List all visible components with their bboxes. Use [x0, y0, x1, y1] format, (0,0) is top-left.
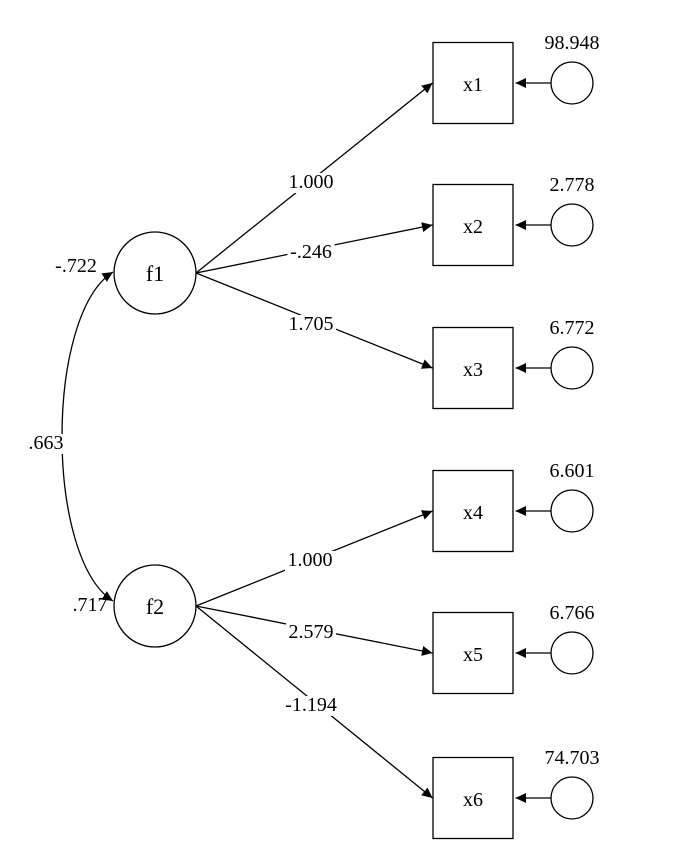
- loading-label-f1-x3: 1.705: [289, 313, 334, 335]
- indicator-x3-node: [432, 326, 514, 410]
- indicator-nodes: x1 x2 x3 x4 x5 x6: [432, 41, 514, 840]
- loading-label-mask: [286, 315, 336, 335]
- loading-label-f1-x2: -.246: [290, 241, 332, 263]
- loading-label-mask: [285, 551, 335, 571]
- error-variance-x4-label: 6.601: [550, 460, 595, 482]
- error-term-x6-node: [550, 776, 594, 820]
- loading-label-f2-x5: 2.579: [289, 621, 334, 643]
- loading-label-mask: [282, 696, 340, 716]
- loading-label-f1-x1: 1.000: [289, 171, 334, 193]
- indicator-x6-label: x6: [463, 789, 483, 811]
- error-terms: 98.948 2.778 6.772 6.601 6.766 74.703: [545, 32, 600, 820]
- factor-f1-label: f1: [146, 261, 164, 286]
- indicator-x2-node: [432, 183, 514, 267]
- error-variance-x5-label: 6.766: [550, 602, 595, 624]
- loading-label-f2-x4: 1.000: [288, 549, 333, 571]
- indicator-x3-label: x3: [463, 359, 483, 381]
- indicator-x6-node: [432, 756, 514, 840]
- error-term-x4-node: [550, 489, 594, 533]
- loading-label-mask: [286, 173, 336, 193]
- error-arrows: [515, 78, 551, 803]
- error-term-x2-node: [550, 203, 594, 247]
- indicator-x2-label: x2: [463, 216, 483, 238]
- error-variance-x2-label: 2.778: [550, 174, 595, 196]
- indicator-x4-node: [432, 469, 514, 553]
- error-variance-x3-label: 6.772: [550, 317, 595, 339]
- error-variance-x6-label: 74.703: [545, 747, 600, 769]
- factor-f2-label: f2: [146, 594, 164, 619]
- covariance-label-mask: [26, 434, 66, 454]
- loading-label-mask: [286, 623, 336, 643]
- covariance-label: .663: [29, 432, 64, 454]
- factor-f1-node: [113, 231, 197, 315]
- indicator-x4-label: x4: [463, 502, 483, 524]
- loading-label-f2-x6: -1.194: [285, 694, 337, 716]
- covariance-end-label-f1: -.722: [55, 255, 97, 277]
- loading-label-mask: [287, 243, 335, 263]
- indicator-x1-node: [432, 41, 514, 125]
- path-labels: 1.000 -.246 1.705 1.000 2.579 -1.194 .66…: [26, 171, 340, 716]
- error-term-x5-node: [550, 631, 594, 675]
- indicator-x5-node: [432, 611, 514, 695]
- covariance-arrow: [61, 271, 114, 602]
- error-term-x1-node: [550, 61, 594, 105]
- error-variance-x1-label: 98.948: [545, 32, 600, 54]
- factor-f2-node: [113, 564, 197, 648]
- indicator-x1-label: x1: [463, 74, 483, 96]
- factor-nodes: f1 f2: [113, 231, 197, 648]
- indicator-x5-label: x5: [463, 644, 483, 666]
- covariance-end-label-f2: .717: [73, 594, 108, 616]
- error-term-x3-node: [550, 346, 594, 390]
